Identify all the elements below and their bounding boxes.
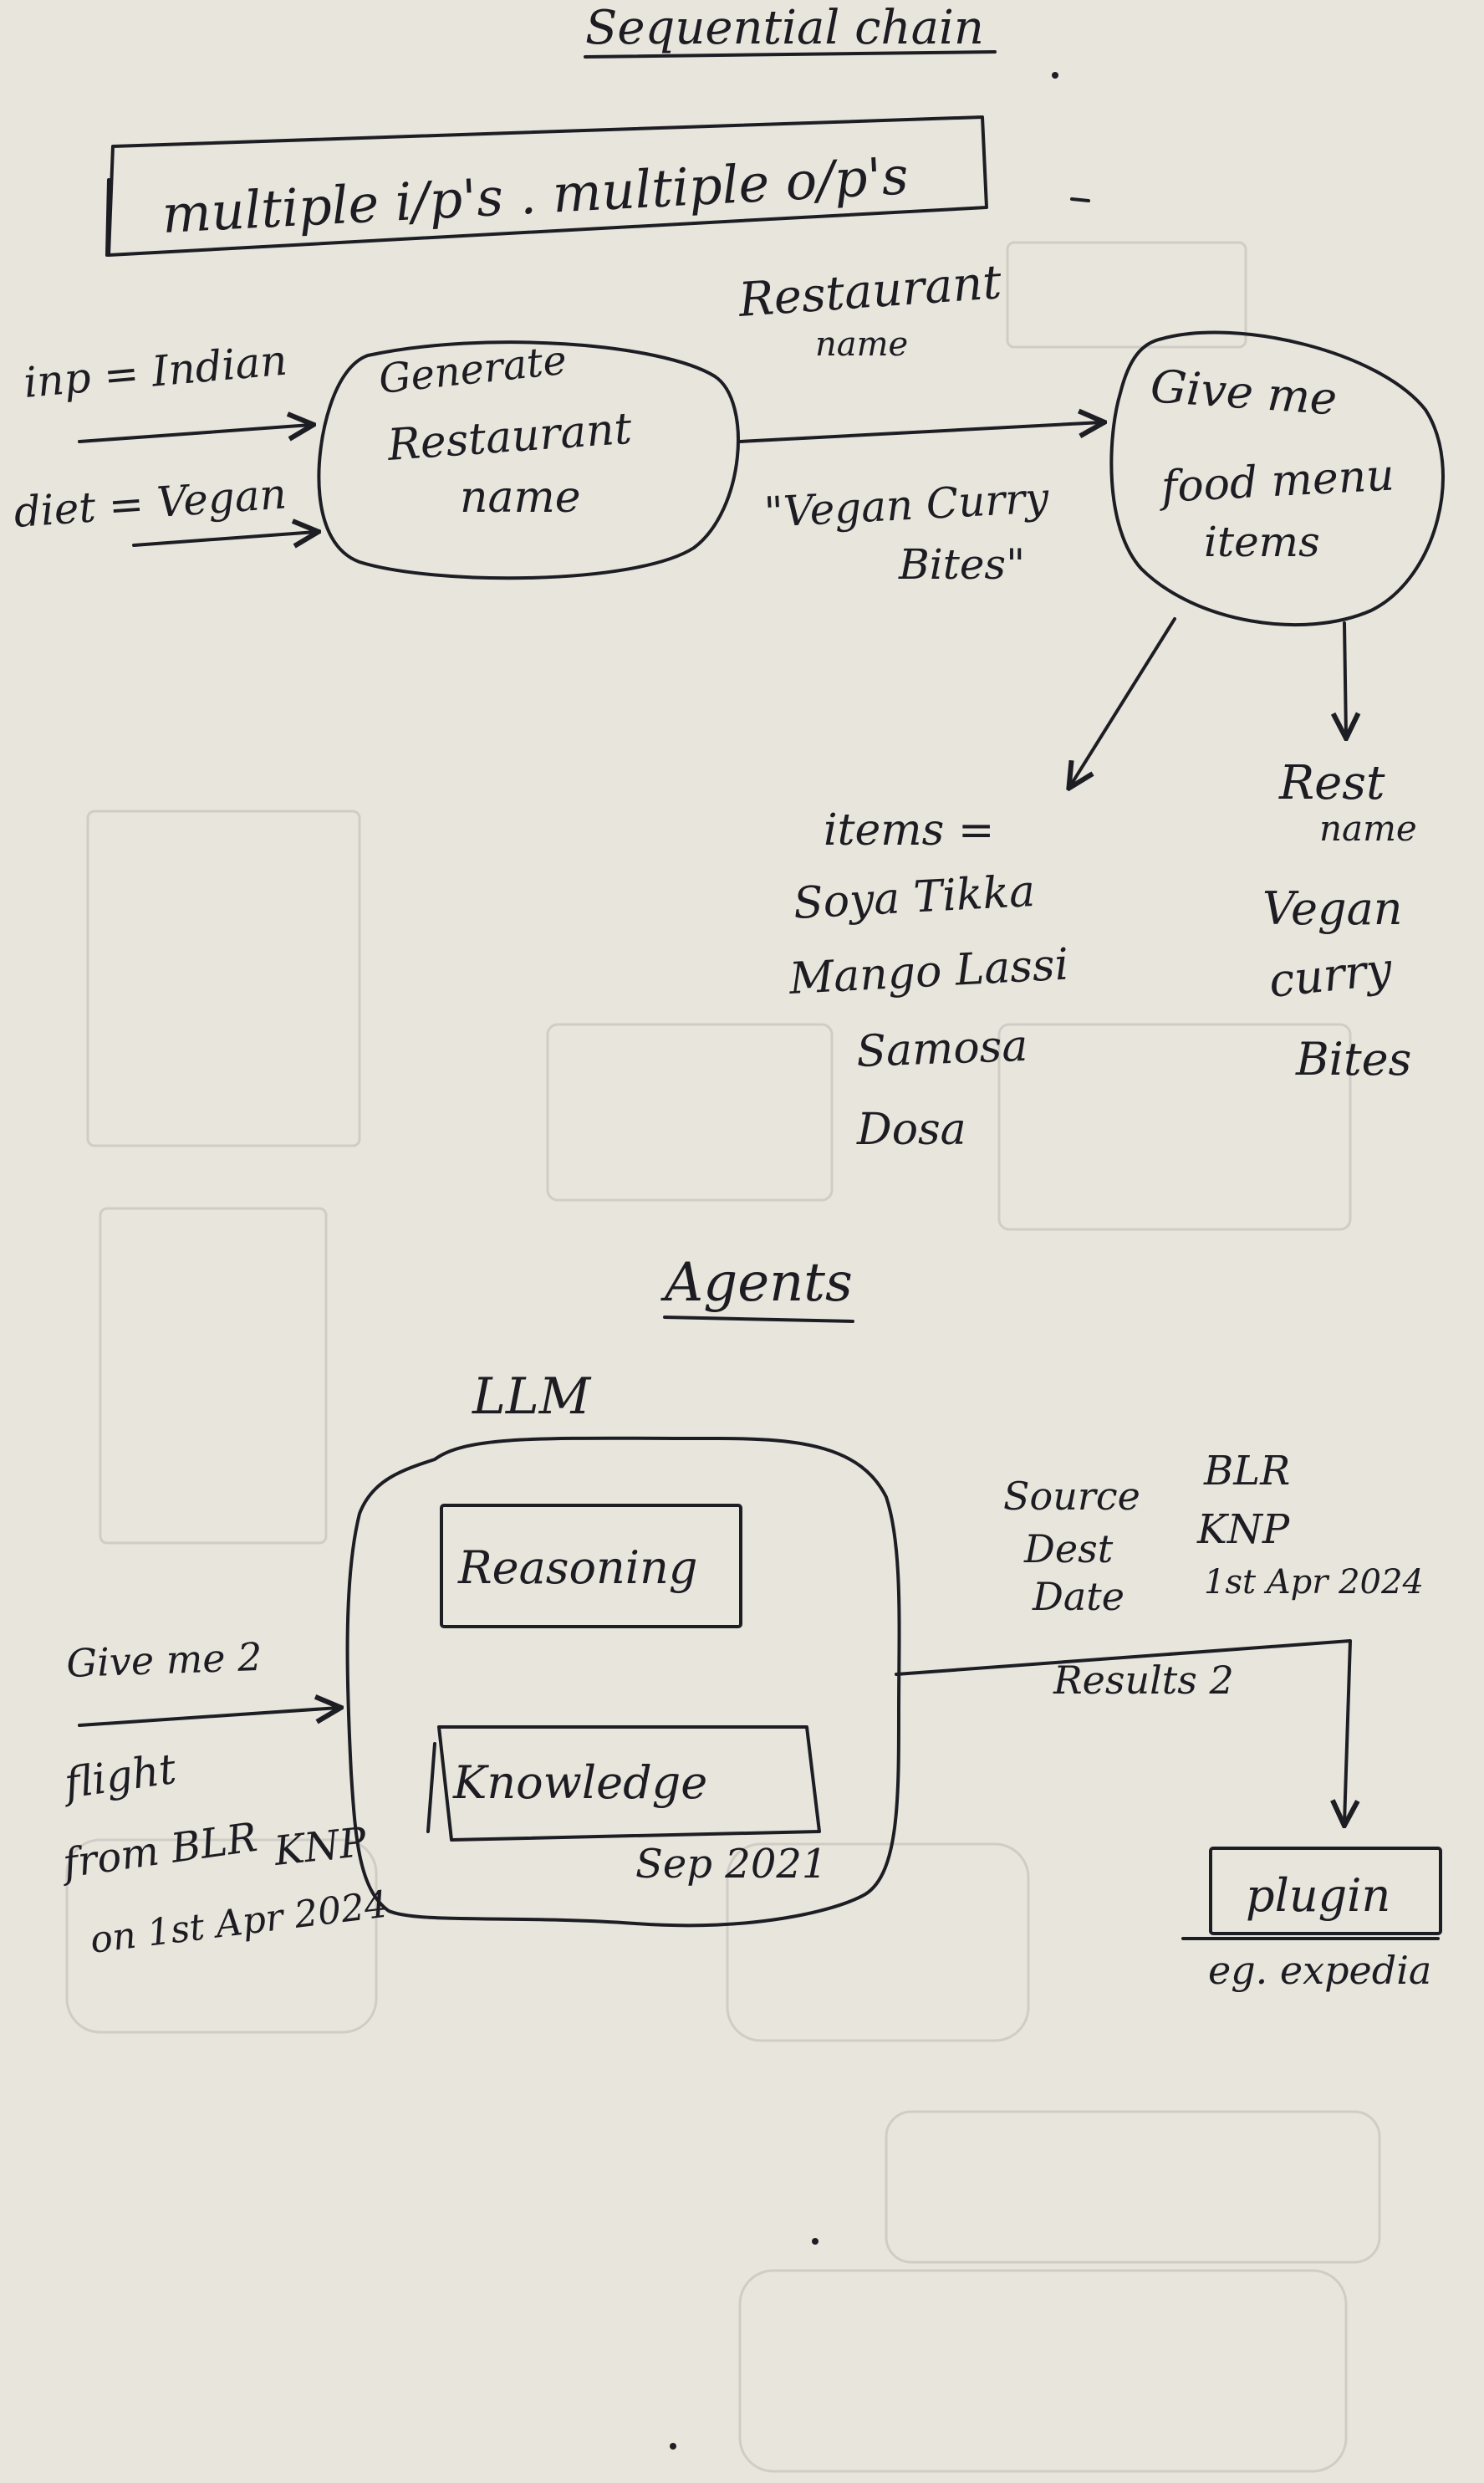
arrow-inp — [78, 425, 311, 443]
output1-line1: "Vegan Curry — [763, 473, 1051, 537]
node1-line2: Restaurant — [385, 404, 634, 471]
arrow-query-to-llm — [78, 1708, 339, 1727]
param-source: Source — [1003, 1474, 1140, 1519]
banner-text: multiple i/p's . multiple o/p's — [161, 145, 910, 245]
label-restaurant-line1: Restaurant — [736, 255, 1003, 328]
param-dest-val: KNP — [1196, 1506, 1290, 1553]
query-line1: Give me 2 — [65, 1634, 263, 1686]
results-label: Results 2 — [1053, 1658, 1234, 1703]
arrow-llm-to-plugin — [895, 1639, 1350, 1823]
param-dest: Dest — [1023, 1526, 1114, 1571]
sequential-title: Sequential chain — [585, 1, 984, 55]
agents-underline — [663, 1316, 854, 1323]
arrow-diet — [132, 532, 316, 545]
query-line2: flight — [59, 1745, 180, 1809]
rest-value-line1: Vegan — [1262, 882, 1403, 935]
rest-name-line2: name — [1319, 808, 1417, 849]
rest-value-line3: Bites — [1295, 1033, 1411, 1086]
plugin-label: plugin — [1246, 1869, 1390, 1922]
node2-line1: Give me — [1149, 360, 1339, 425]
plugin-example: eg. expedia — [1208, 1948, 1431, 1993]
arrow-to-rest-name — [1344, 621, 1346, 736]
query-line5: on 1st Apr 2024 — [88, 1883, 390, 1962]
knowledge-date: Sep 2021 — [635, 1841, 827, 1888]
item: Mango Lassi — [788, 940, 1070, 1004]
items-header: items = — [824, 805, 994, 856]
label-restaurant-line2: name — [815, 325, 908, 364]
output1-line2: Bites" — [898, 540, 1025, 589]
rest-value-line2: curry — [1267, 943, 1395, 1008]
input-diet: diet = Vegan — [13, 469, 288, 537]
param-date: Date — [1032, 1574, 1124, 1619]
llm-label: LLM — [472, 1367, 592, 1426]
ink-dot — [1052, 72, 1058, 79]
llm-box — [345, 1436, 901, 1928]
rest-name-line1: Rest — [1278, 756, 1385, 810]
banner-left-bar — [105, 178, 110, 257]
plugin-box — [1209, 1847, 1442, 1935]
node1-line3: name — [460, 473, 581, 523]
item: Dosa — [856, 1105, 966, 1155]
query-line3: from BLR — [58, 1814, 260, 1888]
input-inp: inp = Indian — [22, 336, 289, 407]
query-line4: KNP — [271, 1819, 369, 1875]
ink-dot — [812, 2238, 818, 2245]
param-date-val: 1st Apr 2024 — [1204, 1563, 1424, 1602]
arrow-node1-to-node2 — [738, 422, 1102, 443]
banner-box — [107, 115, 988, 257]
item: Samosa — [855, 1021, 1028, 1077]
title-underline — [584, 50, 997, 59]
node2-line3: items — [1204, 518, 1320, 566]
knowledge-left-bar — [426, 1742, 436, 1833]
param-source-val: BLR — [1203, 1448, 1290, 1494]
item: Soya Tikka — [793, 866, 1037, 929]
knowledge-box — [437, 1725, 821, 1842]
arrow-to-items — [1070, 617, 1176, 786]
knowledge-label: Knowledge — [452, 1756, 707, 1809]
reasoning-label: Reasoning — [457, 1541, 697, 1594]
agents-title: Agents — [660, 1252, 853, 1314]
reasoning-box — [440, 1504, 742, 1628]
node-give-menu — [1109, 330, 1445, 627]
node-generate-restaurant — [317, 340, 740, 580]
node1-line1: Generate — [376, 337, 569, 403]
bleed-through — [65, 241, 1381, 2473]
ink-dash — [1070, 197, 1090, 202]
ink-dot — [670, 2443, 676, 2450]
node2-line2: food menu — [1157, 450, 1396, 513]
